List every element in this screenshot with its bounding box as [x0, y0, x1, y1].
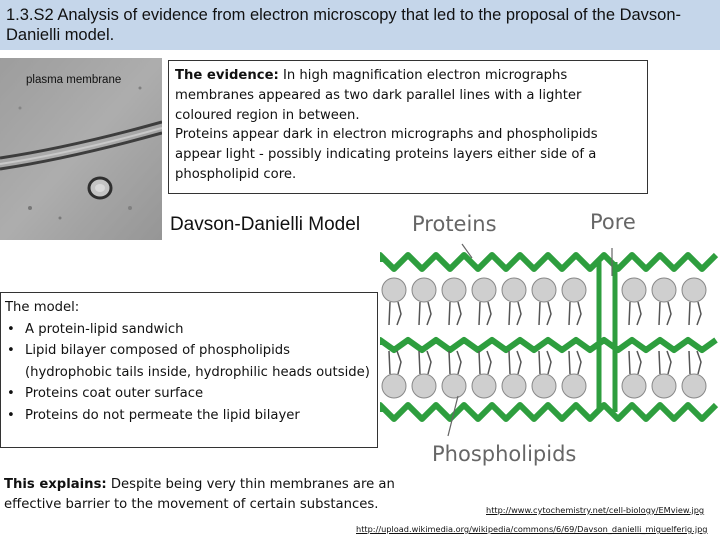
title-bar: 1.3.S2 Analysis of evidence from electro…: [0, 0, 720, 50]
evidence-paragraph-1: The evidence: In high magnification elec…: [175, 66, 641, 125]
phospholipid-tail: [568, 350, 582, 375]
source-link-diagram[interactable]: http://upload.wikimedia.org/wikipedia/co…: [356, 524, 708, 534]
evidence-text-1: In high magnification electron micrograp…: [175, 68, 582, 123]
model-bullet: Lipid bilayer composed of phospholipids …: [5, 340, 373, 383]
evidence-heading: The evidence:: [175, 68, 279, 83]
proteins-label: Proteins: [412, 212, 497, 236]
phospholipid-tail: [628, 301, 642, 326]
phospholipid-tail: [448, 350, 462, 375]
phospholipid-head: [381, 277, 407, 303]
phospholipid-head: [561, 277, 587, 303]
model-bullet: Proteins coat outer surface: [5, 383, 373, 405]
phospholipid-tail: [448, 301, 462, 326]
model-box: The model: A protein-lipid sandwich Lipi…: [0, 292, 378, 448]
phospholipid-tail: [388, 350, 402, 375]
phospholipid-head: [681, 277, 707, 303]
phospholipid-head: [621, 277, 647, 303]
phospholipid-tail: [508, 350, 522, 375]
model-bullet-list: A protein-lipid sandwich Lipid bilayer c…: [5, 319, 373, 427]
phospholipid-tail: [628, 350, 642, 375]
micrograph-label: plasma membrane: [26, 74, 122, 86]
model-bullet: A protein-lipid sandwich: [5, 319, 373, 341]
phospholipid-head: [651, 373, 677, 399]
model-bullet: Proteins do not permeate the lipid bilay…: [5, 405, 373, 427]
phospholipid-head: [531, 277, 557, 303]
evidence-box: The evidence: In high magnification elec…: [168, 60, 648, 194]
phospholipid-head: [411, 373, 437, 399]
phospholipid-tail: [508, 301, 522, 326]
phospholipid-head: [561, 373, 587, 399]
davson-danielli-diagram: [377, 200, 720, 472]
membrane-diagram-svg: [377, 243, 719, 437]
pore-label: Pore: [590, 210, 636, 234]
model-title: Davson-Danielli Model: [169, 214, 361, 235]
phospholipid-head: [471, 373, 497, 399]
phospholipid-tail: [538, 350, 552, 375]
phospholipid-head: [381, 373, 407, 399]
slide-title: 1.3.S2 Analysis of evidence from electro…: [6, 6, 682, 44]
phospholipid-tail: [418, 301, 432, 326]
phospholipid-tail: [538, 301, 552, 326]
phospholipid-head: [441, 373, 467, 399]
phospholipid-tail: [568, 301, 582, 326]
evidence-text-2: Proteins appear dark in electron microgr…: [175, 127, 598, 182]
phospholipid-tail: [478, 301, 492, 326]
phospholipid-head: [531, 373, 557, 399]
model-heading: The model:: [5, 300, 80, 315]
source-link-micrograph[interactable]: http://www.cytochemistry.net/cell-biolog…: [486, 505, 705, 515]
electron-micrograph-image: plasma membrane: [0, 58, 162, 240]
protein-layer-outer-top: [377, 252, 719, 272]
phospholipid-tail: [478, 350, 492, 375]
explains-heading: This explains:: [4, 477, 107, 492]
protein-layer-outer-bottom: [377, 402, 719, 422]
protein-layer-inner: [377, 337, 718, 353]
phospholipid-head: [621, 373, 647, 399]
phospholipid-tail: [418, 350, 432, 375]
phospholipid-head: [471, 277, 497, 303]
phospholipid-tail: [688, 350, 702, 375]
phospholipid-tail: [658, 301, 672, 326]
phospholipid-tail: [388, 301, 402, 326]
explains-text: Despite being very thin membranes are an…: [4, 477, 395, 512]
phospholipids-label: Phospholipids: [432, 442, 577, 466]
phospholipids-pointer-line: [447, 395, 459, 437]
phospholipid-head: [681, 373, 707, 399]
phospholipid-tail: [688, 301, 702, 326]
phospholipid-tail: [658, 350, 672, 375]
phospholipid-head: [501, 373, 527, 399]
proteins-pointer-line: [461, 243, 473, 259]
phospholipid-head: [411, 277, 437, 303]
phospholipid-head: [651, 277, 677, 303]
phospholipid-head: [441, 277, 467, 303]
phospholipid-head: [501, 277, 527, 303]
explains-box: This explains: Despite being very thin m…: [0, 472, 460, 516]
